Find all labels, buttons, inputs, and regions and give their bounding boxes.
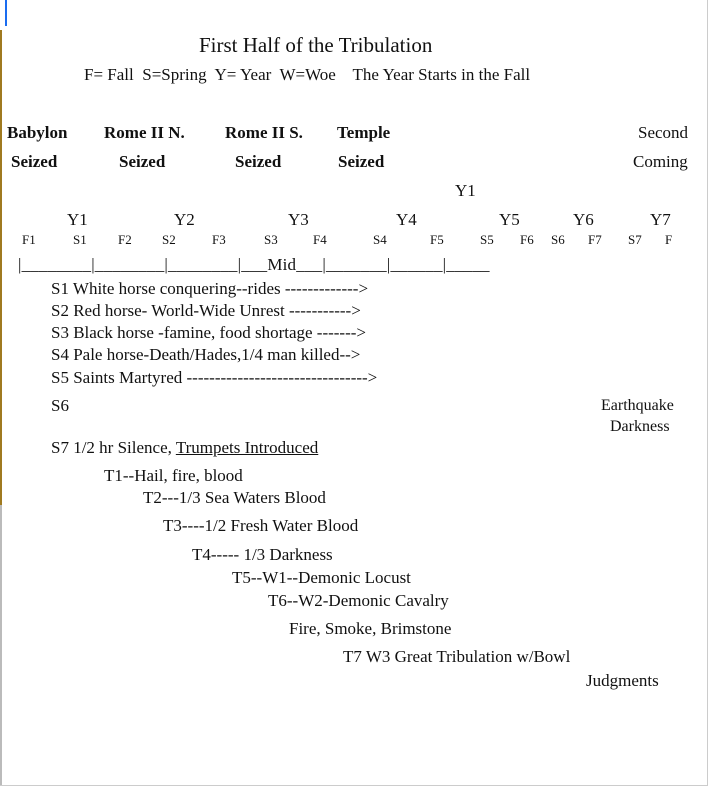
header-rome-n-seized: Seized <box>119 152 166 171</box>
seal-line: S3 Black horse -famine, food shortage --… <box>51 323 367 342</box>
text-cursor <box>5 0 7 26</box>
darkness-note: Darkness <box>610 418 670 435</box>
season-label: S1 <box>73 232 87 247</box>
trumpet-line: T6--W2-Demonic Cavalry <box>268 591 449 610</box>
season-label: F3 <box>212 232 226 247</box>
trumpet-line: Fire, Smoke, Brimstone <box>289 619 452 638</box>
timeline: |________|________|________|___Mid___|__… <box>18 255 490 274</box>
seal-line: S6 <box>51 396 69 415</box>
season-label: F1 <box>22 232 36 247</box>
season-label: S5 <box>480 232 494 247</box>
y1-label: Y1 <box>455 181 476 200</box>
year-label: Y6 <box>573 210 594 229</box>
season-label: S3 <box>264 232 278 247</box>
page-edge <box>0 30 2 505</box>
season-label: F7 <box>588 232 602 247</box>
trumpet-line: T1--Hail, fire, blood <box>104 466 243 485</box>
trumpet-line: T4----- 1/3 Darkness <box>192 545 333 564</box>
header-babylon: Babylon <box>7 123 68 142</box>
season-label: S7 <box>628 232 642 247</box>
earthquake-note: Earthquake <box>601 397 674 414</box>
season-label: F2 <box>118 232 132 247</box>
season-label: S2 <box>162 232 176 247</box>
page-edge <box>0 505 2 786</box>
header-rome-n: Rome II N. <box>104 123 185 142</box>
seal-7-line: S7 1/2 hr Silence, Trumpets Introduced <box>51 439 318 456</box>
judgments-text: Judgments <box>586 671 659 690</box>
season-label: F6 <box>520 232 534 247</box>
header-second: Second <box>638 123 689 142</box>
seal-line: S4 Pale horse-Death/Hades,1/4 man killed… <box>51 345 361 364</box>
year-label: Y3 <box>288 210 309 229</box>
trumpet-line: T2---1/3 Sea Waters Blood <box>143 488 326 507</box>
header-rome-s: Rome II S. <box>225 123 303 142</box>
trumpet-line: T5--W1--Demonic Locust <box>232 568 411 587</box>
seal-line: S2 Red horse- World-Wide Unrest --------… <box>51 301 361 320</box>
header-temple-seized: Seized <box>338 152 385 171</box>
header-temple: Temple <box>337 123 391 142</box>
season-label: F4 <box>313 232 327 247</box>
legend-text: F= Fall S=Spring Y= Year W=Woe The Year … <box>84 65 531 84</box>
seal-line: S1 White horse conquering--rides -------… <box>51 279 369 298</box>
seal-7-text: S7 1/2 hr Silence, <box>51 438 176 457</box>
year-label: Y5 <box>499 210 520 229</box>
header-rome-s-seized: Seized <box>235 152 282 171</box>
season-label: F <box>665 232 673 247</box>
header-coming: Coming <box>633 152 688 171</box>
year-label: Y1 <box>67 210 88 229</box>
season-label: F5 <box>430 232 444 247</box>
seal-line: S5 Saints Martyred ---------------------… <box>51 368 378 387</box>
season-label: S4 <box>373 232 387 247</box>
season-label: S6 <box>551 232 565 247</box>
year-label: Y4 <box>396 210 417 229</box>
trumpet-line: T3----1/2 Fresh Water Blood <box>163 516 359 535</box>
trumpets-introduced: Trumpets Introduced <box>175 438 319 457</box>
year-label: Y2 <box>174 210 195 229</box>
trumpet-line: T7 W3 Great Tribulation w/Bowl <box>343 647 571 666</box>
page-title: First Half of the Tribulation <box>199 33 433 57</box>
year-label: Y7 <box>650 210 671 229</box>
header-babylon-seized: Seized <box>11 152 58 171</box>
